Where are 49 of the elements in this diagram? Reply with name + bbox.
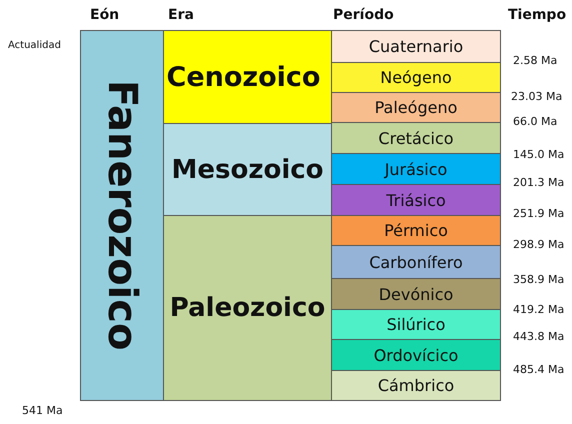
period-box bbox=[331, 245, 501, 279]
period-box bbox=[331, 62, 501, 93]
era-box bbox=[163, 30, 332, 124]
era-box bbox=[163, 215, 332, 401]
period-name: Triásico bbox=[386, 190, 446, 210]
period-box bbox=[331, 30, 501, 63]
period-name: Cámbrico bbox=[378, 376, 454, 395]
time-label: Actualidad bbox=[8, 40, 61, 51]
period-box bbox=[331, 92, 501, 123]
column-header: Era bbox=[168, 7, 194, 23]
period-box bbox=[331, 122, 501, 154]
eon-column bbox=[80, 30, 164, 401]
column-header: Eón bbox=[90, 7, 120, 23]
time-label: 2.58 Ma bbox=[513, 54, 558, 67]
period-name: Ordovícico bbox=[374, 346, 458, 364]
era-name: Mesozoico bbox=[171, 154, 324, 184]
period-box bbox=[331, 153, 501, 185]
period-name: Cretácico bbox=[378, 128, 454, 148]
period-name: Pérmico bbox=[384, 221, 448, 240]
time-label: 541 Ma bbox=[22, 404, 63, 417]
time-label: 419.2 Ma bbox=[513, 303, 564, 316]
period-box bbox=[331, 215, 501, 246]
column-header: Período bbox=[333, 7, 394, 23]
era-name: Paleozoico bbox=[170, 293, 326, 323]
period-box bbox=[331, 278, 501, 310]
time-label: 66.0 Ma bbox=[513, 115, 558, 128]
time-label: 358.9 Ma bbox=[513, 273, 564, 286]
period-name: Jurásico bbox=[384, 160, 448, 178]
period-box bbox=[331, 184, 501, 216]
time-label: 251.9 Ma bbox=[513, 207, 564, 220]
period-box bbox=[331, 370, 501, 401]
time-label: 298.9 Ma bbox=[513, 238, 564, 251]
era-box bbox=[163, 123, 332, 216]
era-name: Cenozoico bbox=[166, 62, 320, 92]
column-header: Tiempo bbox=[508, 7, 566, 23]
period-box bbox=[331, 339, 501, 371]
period-name: Paleógeno bbox=[374, 98, 458, 117]
time-label: 201.3 Ma bbox=[513, 176, 564, 189]
period-name: Cuaternario bbox=[368, 37, 464, 56]
period-name: Neógeno bbox=[380, 68, 452, 87]
period-name: Devónico bbox=[378, 284, 454, 304]
time-label: 443.8 Ma bbox=[513, 330, 564, 343]
eon-name: Fanerozoico bbox=[99, 80, 145, 351]
period-box bbox=[331, 309, 501, 340]
time-label: 145.0 Ma bbox=[513, 148, 564, 161]
time-label: 485.4 Ma bbox=[513, 363, 564, 376]
period-name: Silúrico bbox=[386, 315, 446, 334]
time-label: 23.03 Ma bbox=[511, 90, 562, 103]
period-name: Carbonífero bbox=[369, 252, 463, 272]
